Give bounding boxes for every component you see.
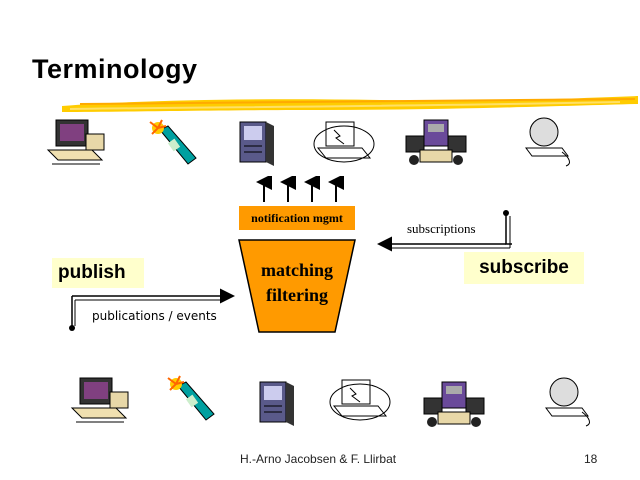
desktop-computer-icon	[46, 119, 105, 165]
subscribe-label: subscribe	[464, 252, 584, 284]
footer-authors: H.-Arno Jacobsen & F. Llirbat	[240, 452, 397, 466]
brush-stroke-decoration	[62, 96, 638, 112]
notification-mgmt-label: notification mgmt	[251, 210, 343, 225]
page-number: 18	[584, 452, 598, 466]
subscriptions-label: subscriptions	[407, 221, 476, 236]
workstation-icon	[525, 117, 570, 167]
matching-label: matching	[261, 260, 333, 280]
pda-icon	[239, 121, 274, 166]
workstation-icon	[545, 377, 590, 427]
notification-arrows	[256, 176, 344, 202]
notification-mgmt-box: notification mgmt	[239, 206, 355, 230]
pda-icon	[259, 381, 294, 426]
slide-title: Terminology	[32, 54, 198, 84]
mobile-phone-icon	[149, 119, 197, 165]
server-stack-icon	[405, 119, 467, 165]
laptop-icon	[329, 379, 391, 421]
publish-label: publish	[52, 258, 144, 288]
filtering-label: filtering	[266, 285, 328, 305]
mobile-phone-icon	[167, 375, 215, 421]
server-stack-icon	[423, 381, 485, 427]
laptop-icon	[313, 121, 375, 163]
desktop-computer-icon	[70, 377, 129, 423]
publications-label: publications / events	[92, 309, 217, 323]
matching-filtering-funnel	[238, 239, 356, 333]
funnel-text: matching filtering	[237, 258, 357, 308]
